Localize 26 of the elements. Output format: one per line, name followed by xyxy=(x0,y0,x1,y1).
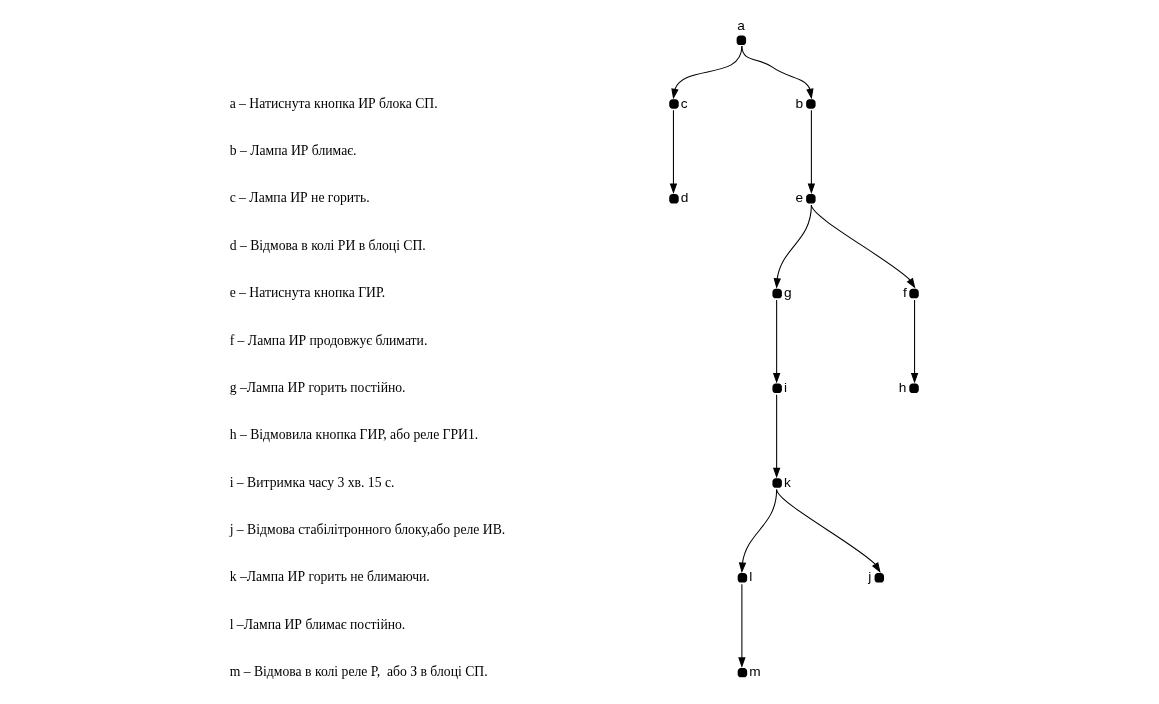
label: g –Лампа ИР горить постійно. xyxy=(229,379,406,395)
label: b – Лампа ИР блимає. xyxy=(229,143,357,158)
node-label: i xyxy=(783,379,787,395)
node-label: l xyxy=(748,569,752,585)
node-label: d xyxy=(680,190,688,206)
node-label: c xyxy=(680,95,688,111)
node-label: h xyxy=(898,379,906,395)
label: j – Відмова стабілітронного блоку,або реле ИВ. xyxy=(229,522,505,538)
label: i – Витримка часу 3 хв. 15 с. xyxy=(229,474,394,490)
node-label: k xyxy=(783,474,791,490)
label: d – Відмова в колі РИ в блоці СП. xyxy=(229,237,426,253)
label: c – Лампа ИР не горить. xyxy=(229,190,370,206)
node-label: j xyxy=(867,569,871,585)
label: f – Лампа ИР продовжує блимати. xyxy=(229,332,427,348)
node-label: g xyxy=(783,285,792,301)
label: h – Відмовила кнопка ГИР, або реле ГРИ1. xyxy=(229,427,478,443)
node-label: m xyxy=(748,664,761,680)
node-label: e xyxy=(795,190,803,206)
node-label: f xyxy=(902,285,907,301)
label: e – Натиснута кнопка ГИР. xyxy=(229,285,385,301)
node-label: b xyxy=(795,95,803,111)
label: m – Відмова в колі реле Р, або З в блоці СП. xyxy=(229,664,488,680)
label: k –Лампа ИР горить не блимаючи. xyxy=(229,569,430,585)
label: a – Натиснута кнопка ИР блока СП. xyxy=(229,95,438,111)
node-label: a xyxy=(736,17,745,33)
label: l –Лампа ИР блимає постійно. xyxy=(229,616,405,632)
